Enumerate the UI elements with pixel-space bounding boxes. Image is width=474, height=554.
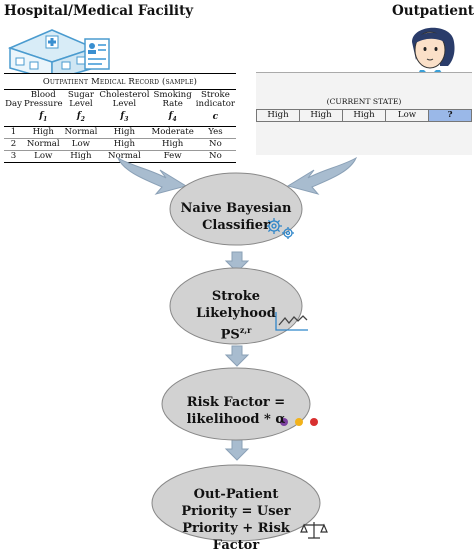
down-arrow-2 (224, 345, 250, 367)
current-state-cell: High (257, 110, 300, 121)
col-header: Sugar Level (67, 90, 94, 109)
record-panel: Outpatient Medical Record (sample) Day B… (4, 73, 236, 163)
likelihood-symbol-sup: z,r (239, 325, 252, 335)
colored-dots-icon (280, 418, 318, 426)
table-row: 2 Normal Low High High No (4, 138, 236, 151)
likelihood-label: Stroke Likelyhood PSz,r (172, 288, 300, 343)
down-arrow-1 (224, 251, 250, 273)
table-cell: Normal (23, 138, 64, 151)
col-header: Cholesterol Level (99, 90, 150, 109)
col-header: Smoking Rate (153, 90, 192, 109)
current-state-cell: High (300, 110, 343, 121)
curved-arrow-right (286, 156, 358, 195)
hospital-header: Hospital/Medical Facility (4, 3, 194, 19)
likelihood-symbol: PSz,r (172, 322, 300, 343)
col-header: Day (5, 99, 22, 109)
col-symbol: f2 (63, 110, 99, 127)
hospital-icon (7, 29, 97, 80)
risk-node (161, 367, 311, 441)
record-title: Outpatient Medical Record (sample) (4, 74, 236, 90)
table-cell: High (98, 126, 151, 139)
likelihood-title: Stroke Likelyhood (196, 289, 276, 321)
table-cell: High (23, 126, 64, 139)
col-symbol: c (194, 110, 236, 127)
table-cell: 2 (4, 138, 23, 151)
col-symbol: f1 (23, 110, 64, 127)
col-header: Stroke indicator (195, 90, 236, 109)
current-state-cell: High (343, 110, 386, 121)
scale-icon (300, 522, 328, 539)
current-state-unknown: ? (429, 110, 471, 121)
col-header: Blood Pressure (24, 90, 63, 109)
outpatient-header: Outpatient (392, 3, 474, 19)
table-cell: Low (63, 138, 99, 151)
likelihood-node (169, 267, 303, 345)
table-cell: 3 (4, 150, 23, 163)
priority-label: Out-Patient Priority = User Priority + R… (181, 487, 291, 553)
table-cell: Moderate (150, 126, 195, 139)
col-symbol (4, 110, 23, 127)
likelihood-symbol-base: PS (220, 327, 240, 343)
table-cell: High (63, 150, 99, 163)
table-cell: High (98, 138, 151, 151)
table-cell: No (194, 138, 236, 151)
table-cell: Normal (63, 126, 99, 139)
col-symbol: f3 (98, 110, 151, 127)
table-cell: Yes (194, 126, 236, 139)
down-arrow-3 (224, 439, 250, 461)
record-table: Day Blood Pressure Sugar Level Cholester… (4, 90, 236, 163)
classifier-label: Naive Bayesian Classifier (180, 201, 292, 233)
medical-record-icon (84, 38, 110, 70)
table-row: 3 Low High Normal Few No (4, 150, 236, 163)
table-cell: Few (150, 150, 195, 163)
trend-chart-icon (275, 312, 308, 331)
current-state-row: High High High Low ? (256, 109, 472, 122)
current-state-panel: (CURRENT STATE) High High High Low ? (256, 72, 472, 155)
table-cell: No (194, 150, 236, 163)
col-symbol: f4 (150, 110, 195, 127)
gear-icon (266, 218, 294, 239)
table-cell: 1 (4, 126, 23, 139)
priority-node (151, 464, 321, 542)
table-cell: Low (23, 150, 64, 163)
table-cell: High (150, 138, 195, 151)
current-state-cell: Low (386, 110, 429, 121)
current-state-title: (CURRENT STATE) (326, 97, 402, 106)
curved-arrow-left (116, 156, 188, 195)
risk-label: Risk Factor = likelihood * α (186, 395, 286, 427)
table-row: 1 High Normal High Moderate Yes (4, 126, 236, 139)
